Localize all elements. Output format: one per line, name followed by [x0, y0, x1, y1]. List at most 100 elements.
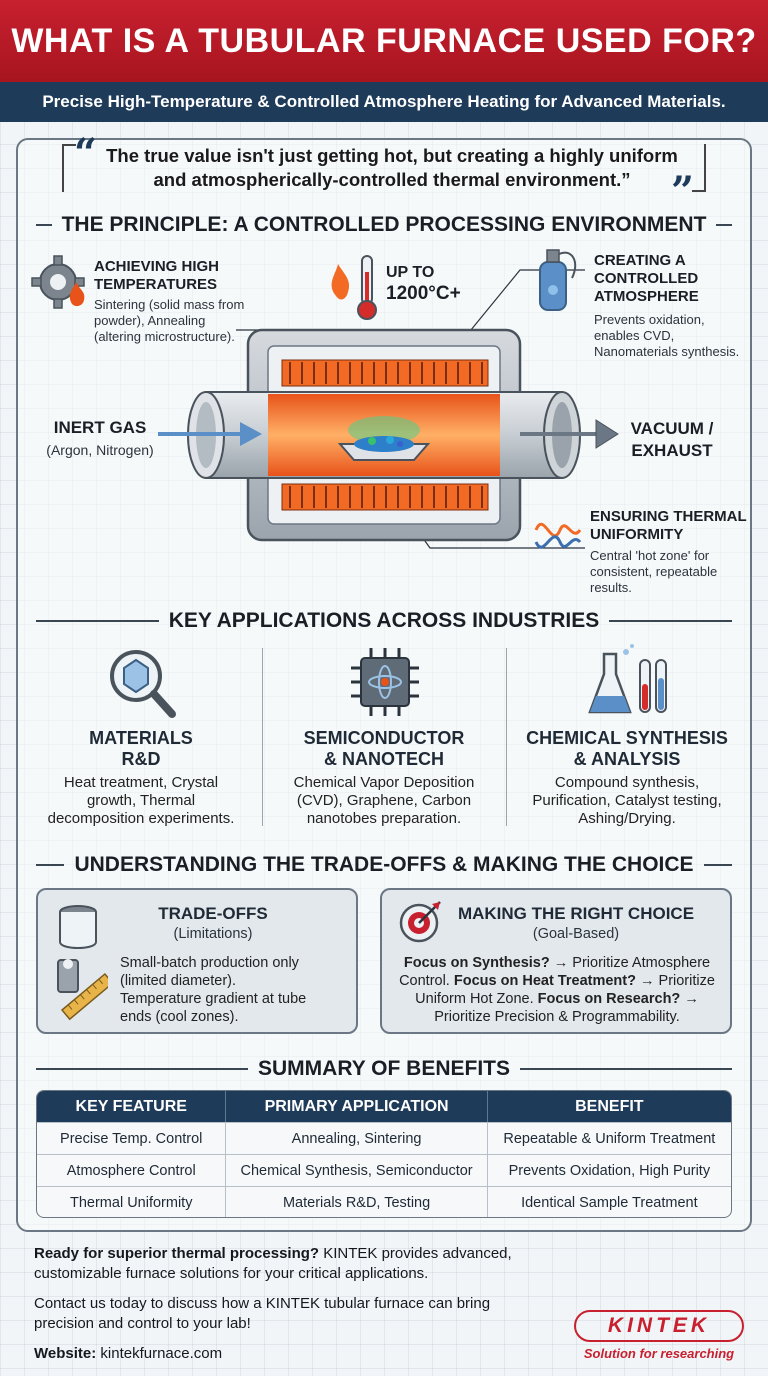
furnace-diagram: [31, 249, 619, 549]
heading-rule-left: [36, 224, 52, 226]
quote-block: “ ” The true value isn't just getting ho…: [52, 130, 716, 215]
tube-ruler-icon: [57, 905, 108, 1021]
right-choice-line: Prioritize Precision & Programmability.: [434, 1009, 680, 1025]
quote-bracket-right: [692, 144, 706, 192]
right-choice-priority: → Prioritize: [635, 973, 715, 989]
application-desc-line: Ashing/Drying.: [578, 810, 676, 827]
temp-badge-line1: UP TO: [386, 264, 435, 281]
right-choice-priority: →: [680, 991, 699, 1007]
uniformity-desc-line: Central 'hot zone' for: [590, 548, 710, 563]
page-title: WHAT IS A TUBULAR FURNACE USED FOR?: [11, 21, 757, 60]
thermometer-icon: [331, 255, 377, 320]
tradeoffs-body-line: (limited diameter).: [120, 973, 237, 989]
summary-heading-text: SUMMARY OF BENEFITS: [258, 1057, 511, 1080]
atmosphere-desc: Prevents oxidation, enables CVD, Nanomat…: [594, 312, 739, 360]
gas-cylinder-icon: [539, 249, 577, 311]
application-semiconductor: SEMICONDUCTOR & NANOTECH Chemical Vapor …: [273, 640, 495, 840]
right-choice-card: MAKING THE RIGHT CHOICE (Goal-Based) Foc…: [380, 888, 732, 1034]
logo-tagline: Solution for researching: [583, 1346, 735, 1361]
atmosphere-desc-line: Nanomaterials synthesis.: [594, 344, 740, 359]
table-cell: Thermal Uniformity: [37, 1187, 227, 1217]
tradeoffs-body-line: ends (cool zones).: [120, 1009, 239, 1025]
website-link[interactable]: kintekfurnace.com: [96, 1345, 223, 1362]
vacuum-label-line: VACUUM /: [630, 419, 714, 438]
application-desc-line: growth, Thermal: [86, 792, 196, 809]
right-choice-priority: → Prioritize Atmosphere: [549, 955, 711, 971]
application-desc: Chemical Vapor Deposition (CVD), Graphen…: [273, 774, 495, 828]
logo-wordmark: KINTEK: [574, 1310, 744, 1342]
footer-contact-line: precision and control to your lab!: [34, 1315, 251, 1332]
quote-bracket-left: [62, 144, 76, 192]
applications-heading: KEY APPLICATIONS ACROSS INDUSTRIES: [36, 606, 732, 636]
application-desc-line: Heat treatment, Crystal: [63, 774, 219, 791]
tradeoffs-heading-text: UNDERSTANDING THE TRADE-OFFS & MAKING TH…: [74, 853, 694, 876]
application-desc: Heat treatment, Crystal growth, Thermal …: [30, 774, 252, 828]
summary-heading: SUMMARY OF BENEFITS: [36, 1054, 733, 1084]
chip-atom-icon: [351, 648, 419, 716]
application-desc-line: decomposition experiments.: [47, 810, 235, 827]
footer-cta-line: Ready for superior thermal processing? K…: [34, 1244, 512, 1264]
heading-rule-right: [703, 864, 733, 866]
vacuum-exhaust-label: VACUUM / EXHAUST: [612, 418, 732, 462]
application-desc-line: Chemical Vapor Deposition: [293, 774, 475, 791]
application-desc-line: Compound synthesis,: [554, 774, 700, 791]
table-header-cell: KEY FEATURE: [37, 1091, 227, 1122]
footer-cta-line: customizable furnace solutions for your …: [34, 1265, 429, 1282]
tradeoffs-subtitle: (Limitations): [173, 926, 253, 942]
kintek-logo: KINTEK Solution for researching: [568, 1308, 750, 1364]
principle-heading-text: THE PRINCIPLE: A CONTROLLED PROCESSING E…: [61, 213, 707, 236]
right-choice-priority: Control.: [399, 973, 454, 989]
table-cell: Materials R&D, Testing: [226, 1187, 488, 1217]
right-choice-priority: Uniform Hot Zone.: [415, 991, 538, 1007]
heading-rule-right: [716, 224, 732, 226]
application-desc: Compound synthesis, Purification, Cataly…: [516, 774, 738, 828]
application-title: CHEMICAL SYNTHESIS & ANALYSIS: [516, 728, 738, 770]
right-choice-body: Focus on Synthesis? → Prioritize Atmosph…: [384, 954, 730, 1026]
footer-cta-rest: KINTEK provides advanced,: [319, 1245, 512, 1262]
flask-tubes-icon: [588, 644, 667, 714]
quote-text: The true value isn't just getting hot, b…: [106, 145, 678, 190]
heading-rule-right: [520, 1068, 733, 1070]
right-choice-line: Control. Focus on Heat Treatment? → Prio…: [384, 972, 730, 990]
application-title: MATERIALS R&D: [30, 728, 252, 770]
footer-contact: Contact us today to discuss how a KINTEK…: [34, 1294, 490, 1334]
summary-table: KEY FEATURE PRIMARY APPLICATION BENEFIT …: [36, 1090, 732, 1218]
principle-heading: THE PRINCIPLE: A CONTROLLED PROCESSING E…: [36, 210, 732, 240]
column-divider: [506, 648, 507, 826]
application-materials: MATERIALS R&D Heat treatment, Crystal gr…: [30, 640, 252, 840]
table-cell: Prevents Oxidation, High Purity: [508, 1162, 711, 1179]
right-choice-line: Uniform Hot Zone. Focus on Research? →: [384, 990, 730, 1008]
application-title-line: SEMICONDUCTOR: [303, 728, 465, 748]
table-cell: Chemical Synthesis, Semiconductor: [226, 1155, 488, 1186]
footer-contact-line: Contact us today to discuss how a KINTEK…: [34, 1295, 491, 1312]
atmosphere-desc-line: Prevents oxidation,: [594, 312, 705, 327]
tradeoffs-title: TRADE-OFFS: [158, 904, 268, 923]
table-cell: Precise Temp. Control: [37, 1123, 227, 1154]
table-cell: Atmosphere Control: [37, 1155, 227, 1186]
application-chemical: CHEMICAL SYNTHESIS & ANALYSIS Compound s…: [516, 640, 738, 840]
table-cell: Annealing, Sintering: [226, 1123, 488, 1154]
high-temp-desc-line: (altering microstructure).: [94, 329, 235, 344]
application-desc-line: (CVD), Graphene, Carbon: [296, 792, 472, 809]
table-header-row: KEY FEATURE PRIMARY APPLICATION BENEFIT: [37, 1091, 731, 1123]
high-temp-desc: Sintering (solid mass from powder), Anne…: [94, 297, 244, 345]
temp-badge: UP TO 1200°C+: [386, 264, 461, 306]
subtitle-banner: Precise High-Temperature & Controlled At…: [0, 82, 768, 122]
website-label: Website:: [34, 1345, 97, 1362]
tradeoffs-body: Small-batch production only (limited dia…: [120, 954, 356, 1026]
temp-badge-value: 1200°C+: [386, 283, 461, 304]
table-cell: Identical Sample Treatment: [521, 1195, 698, 1211]
inert-gas-desc: (Argon, Nitrogen): [46, 442, 154, 458]
uniformity-desc-line: consistent, repeatable: [590, 564, 718, 579]
footer-website[interactable]: Website: kintekfurnace.com: [34, 1344, 222, 1364]
table-header-cell: PRIMARY APPLICATION: [226, 1091, 488, 1122]
inert-gas-label: INERT GAS: [53, 418, 147, 437]
right-choice-line: Focus on Synthesis? → Prioritize Atmosph…: [384, 954, 730, 972]
gear-flame-icon: [31, 255, 85, 309]
outlet-arrow-icon: [520, 419, 619, 449]
heading-rule-left: [36, 864, 65, 866]
column-divider: [262, 648, 263, 826]
atmosphere-title: CREATING A CONTROLLED ATMOSPHERE: [594, 252, 699, 306]
wave-icon: [534, 522, 582, 549]
application-title-line: CHEMICAL SYNTHESIS: [526, 728, 728, 748]
